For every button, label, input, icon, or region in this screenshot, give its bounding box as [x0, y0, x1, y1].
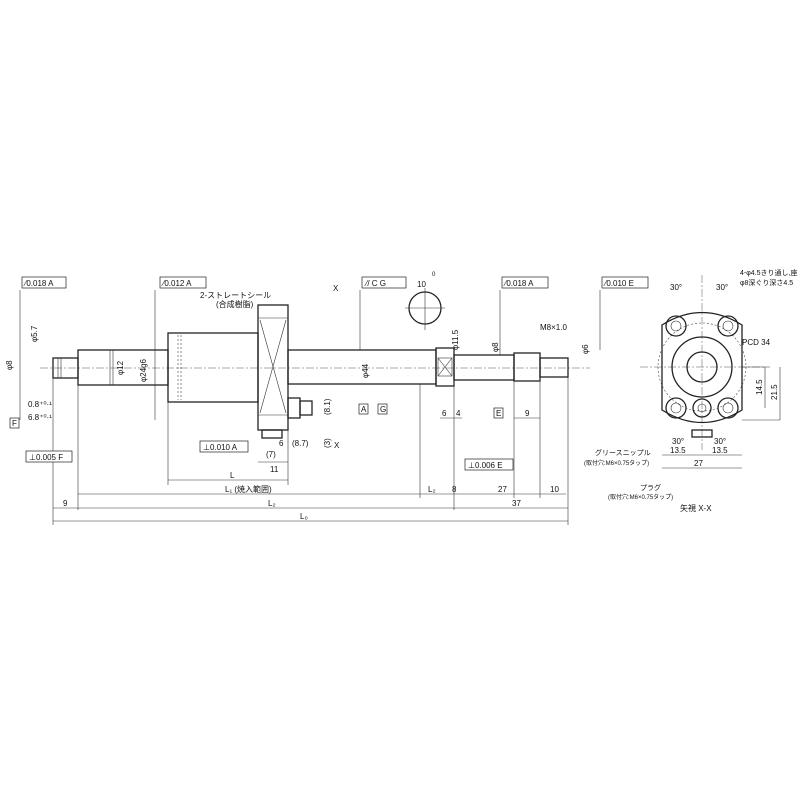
grease-sub: (取付穴:M6×0.75タップ)	[584, 459, 649, 467]
seal-label: 2-ストレートシール	[200, 291, 271, 300]
section-mark-bottom: X	[334, 441, 340, 450]
dim-4: 4	[456, 409, 461, 418]
dim-L3: L₂	[428, 485, 436, 494]
dia-5-7: φ5.7	[30, 325, 39, 342]
labels: ⁄0.018 A ⁄0.012 A 2-ストレートシール (合成樹脂) X ⁄/…	[5, 268, 797, 521]
plug-label: プラグ	[640, 483, 661, 492]
tol-perp-nut: ⊥0.010 A	[203, 443, 238, 452]
tol-perp-left: ⊥0.005 F	[29, 453, 63, 462]
dim-L: L	[230, 471, 235, 480]
dim-L0: L₀	[300, 512, 308, 521]
flat-tol: 0	[432, 272, 436, 278]
dia-44: φ44	[361, 363, 370, 378]
plug	[261, 429, 283, 439]
tol-runout-flange-view: ⁄0.010 E	[603, 279, 634, 288]
seal-sub: (合成樹脂)	[216, 299, 254, 309]
grease-label: グリースニップル	[595, 448, 651, 457]
dim-9-left: 9	[63, 499, 68, 508]
dim-27-view: 27	[694, 459, 703, 468]
tol-runout-right: ⁄0.018 A	[503, 279, 534, 288]
dim-14-5: 14.5	[755, 379, 764, 395]
tolerance-frames	[21, 276, 649, 471]
flange-end-view	[640, 275, 781, 469]
section-mark-top: X	[333, 284, 339, 293]
dia-6-right: φ6	[581, 344, 590, 354]
thread-label: M8×1.0	[540, 323, 567, 332]
groove-0-8: 0.8⁺⁰·¹	[28, 400, 52, 409]
dim-3: (3)	[323, 438, 332, 448]
dim-13-5-left: 13.5	[670, 446, 686, 455]
pcd-label: PCD 34	[742, 338, 771, 347]
dim-11: 11	[270, 465, 279, 474]
nut-body	[167, 332, 259, 403]
flat-width: 10	[417, 280, 426, 289]
dim-21-5: 21.5	[770, 384, 779, 400]
dim-8-1: (8.1)	[323, 398, 332, 415]
dim-37: 37	[512, 499, 521, 508]
tol-runout-left: ⁄0.018 A	[23, 279, 54, 288]
dim-10: 10	[550, 485, 559, 494]
dia-24: φ24g6	[139, 358, 148, 382]
plug-sub: (取付穴:M6×0.75タップ)	[608, 493, 673, 501]
angle-bottom-left: 30°	[672, 437, 684, 446]
right-end	[539, 357, 569, 378]
dia-8-left: φ8	[5, 360, 14, 370]
dim-L2: L₂	[268, 499, 276, 508]
thread-section	[513, 352, 541, 382]
datum-a: A	[361, 405, 367, 414]
dia-12: φ12	[116, 360, 125, 375]
dim-8-7: (8.7)	[292, 439, 309, 448]
dia-8-right: φ8	[491, 342, 500, 352]
dim-L1: L₁ (焼入範囲)	[225, 484, 272, 494]
tol-perp-right: ⊥0.006 E	[468, 461, 503, 470]
tol-flange: ⁄/ C G	[364, 279, 386, 288]
dia-11-5: φ11.5	[451, 329, 460, 350]
dim-27: 27	[498, 485, 507, 494]
dim-13-5-right: 13.5	[712, 446, 728, 455]
holes-label: 4-φ4.5きり通し,座	[740, 268, 797, 277]
dim-8: 8	[452, 485, 457, 494]
view-label: 矢視 X-X	[680, 503, 712, 513]
bearing-journal	[453, 354, 515, 381]
holes-sub: φ8深ぐり深さ4.5	[740, 278, 793, 287]
angle-top-right: 30°	[716, 283, 728, 292]
tol-runout-nut: ⁄0.012 A	[161, 279, 192, 288]
dim-6-b: 6	[279, 439, 284, 448]
datum-g: G	[380, 405, 386, 414]
datum-e: E	[496, 409, 501, 418]
dim-7: (7)	[266, 450, 276, 459]
dim-9-right: 9	[525, 409, 530, 418]
angle-top-left: 30°	[670, 283, 682, 292]
grease-nipple	[287, 397, 301, 419]
datum-f: F	[12, 419, 17, 428]
dim-6-a: 6	[442, 409, 447, 418]
angle-bottom-right: 30°	[714, 437, 726, 446]
dimension-lines	[19, 290, 601, 525]
groove-6-8: 6.8⁺⁰·¹	[28, 413, 52, 422]
